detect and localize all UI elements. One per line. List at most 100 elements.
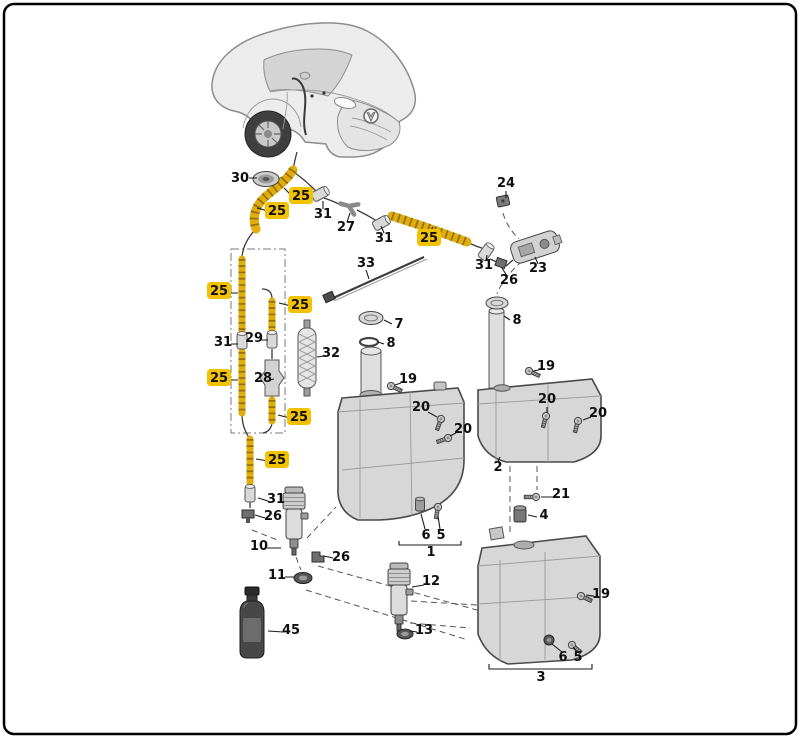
callout-text: 25 — [291, 298, 309, 313]
car-headlight — [333, 96, 357, 110]
washer-nozzle-dot — [310, 94, 314, 98]
callout-text: 25 — [268, 204, 286, 219]
callout: 28 — [254, 371, 272, 386]
car-washer-tubing — [291, 77, 307, 136]
callout-highlighted: 25 — [265, 202, 289, 219]
callout-highlight-bg — [417, 229, 441, 246]
washer-reservoir-1 — [337, 346, 465, 521]
callout: 19 — [399, 372, 417, 387]
check-valve-28 — [259, 359, 285, 397]
callout-text: 25 — [268, 453, 286, 468]
callout-text: 27 — [337, 220, 355, 235]
callout-text: 20 — [589, 406, 607, 421]
callout-text: 31 — [267, 492, 285, 507]
washer-fluid-bottle-45 — [239, 586, 265, 659]
callout-text: 10 — [250, 539, 268, 554]
callout-text: 8 — [512, 313, 521, 328]
callout-text: 20 — [454, 422, 472, 437]
car-wheel-arch — [242, 98, 302, 129]
callout-highlighted: 25 — [289, 187, 313, 204]
callout-highlighted: 25 — [207, 369, 231, 386]
callout: 31 — [214, 335, 232, 350]
callout: 33 — [357, 256, 375, 271]
callout: 31 — [475, 258, 493, 273]
callout: 31 — [314, 207, 332, 222]
callout: 5 — [436, 528, 445, 543]
callout-text: 25 — [210, 371, 228, 386]
y-connector-27 — [338, 201, 361, 217]
callout: 6 — [558, 650, 567, 665]
nut-6 — [543, 634, 555, 646]
pump-grommet-11 — [293, 572, 313, 584]
car-front-fascia — [337, 99, 401, 151]
callout-text: 13 — [415, 623, 433, 638]
callout-highlight-bg — [265, 202, 289, 219]
callout: 3 — [536, 670, 545, 685]
callout: 26 — [332, 550, 350, 565]
connector-26 — [494, 256, 508, 270]
callout-text: 4 — [539, 508, 548, 523]
grommet-4 — [513, 505, 527, 523]
callout: 6 — [421, 528, 430, 543]
callout-text: 2 — [493, 460, 502, 475]
callout-text: 1 — [426, 545, 435, 560]
car-wheel-spokes — [255, 121, 281, 147]
callout: 31 — [267, 492, 285, 507]
callout: 8 — [512, 313, 521, 328]
callout-highlighted: 25 — [417, 229, 441, 246]
washer-reservoir-2 — [477, 307, 602, 463]
callout-text: 19 — [592, 587, 610, 602]
callout-text: 26 — [332, 550, 350, 565]
body-grommet-30 — [252, 171, 280, 187]
callout: 27 — [337, 220, 355, 235]
callout-text: 30 — [231, 171, 249, 186]
car-wheel-hub — [264, 130, 272, 138]
callout-text: 7 — [394, 317, 403, 332]
retainer-24 — [495, 194, 511, 208]
callout: 45 — [282, 623, 300, 638]
callout-text: 31 — [314, 207, 332, 222]
hose-coupler-29 — [266, 330, 278, 349]
callout: 13 — [415, 623, 433, 638]
callout-highlighted: 25 — [265, 451, 289, 468]
callout-text: 28 — [254, 371, 272, 386]
callout-text: 26 — [264, 509, 282, 524]
callout-text: 12 — [422, 574, 440, 589]
filler-strainer-32 — [297, 319, 317, 397]
washer-hose-25-coil-right — [387, 211, 472, 247]
callout-text: 45 — [282, 623, 300, 638]
callout: 23 — [529, 261, 547, 276]
callout-text: 19 — [399, 372, 417, 387]
callout: 29 — [245, 331, 263, 346]
callout: 20 — [538, 392, 556, 407]
callout-text: 5 — [436, 528, 445, 543]
callout: 19 — [592, 587, 610, 602]
callout-text: 3 — [536, 670, 545, 685]
callout-text: 20 — [412, 400, 430, 415]
callout-highlight-bg — [289, 187, 313, 204]
callout: 12 — [422, 574, 440, 589]
washer-reservoir-3 — [477, 526, 601, 665]
callout-text: 33 — [357, 256, 375, 271]
callout-text: 20 — [538, 392, 556, 407]
callout: 26 — [500, 273, 518, 288]
callout-text: 6 — [558, 650, 567, 665]
callout-highlight-bg — [207, 369, 231, 386]
reservoir-cap-8 — [485, 296, 509, 310]
callout-text: 29 — [245, 331, 263, 346]
callout: 7 — [394, 317, 403, 332]
callout: 5 — [573, 650, 582, 665]
callout-text: 25 — [292, 189, 310, 204]
callout-text: 25 — [290, 410, 308, 425]
callout-highlighted: 25 — [207, 282, 231, 299]
callout-highlight-bg — [207, 282, 231, 299]
callout-highlight-bg — [265, 451, 289, 468]
callout-highlight-bg — [288, 296, 312, 313]
car-mirror — [299, 71, 311, 80]
callout-text: 31 — [375, 231, 393, 246]
callout-text: 31 — [475, 258, 493, 273]
hose-assembly-outline — [230, 248, 286, 434]
